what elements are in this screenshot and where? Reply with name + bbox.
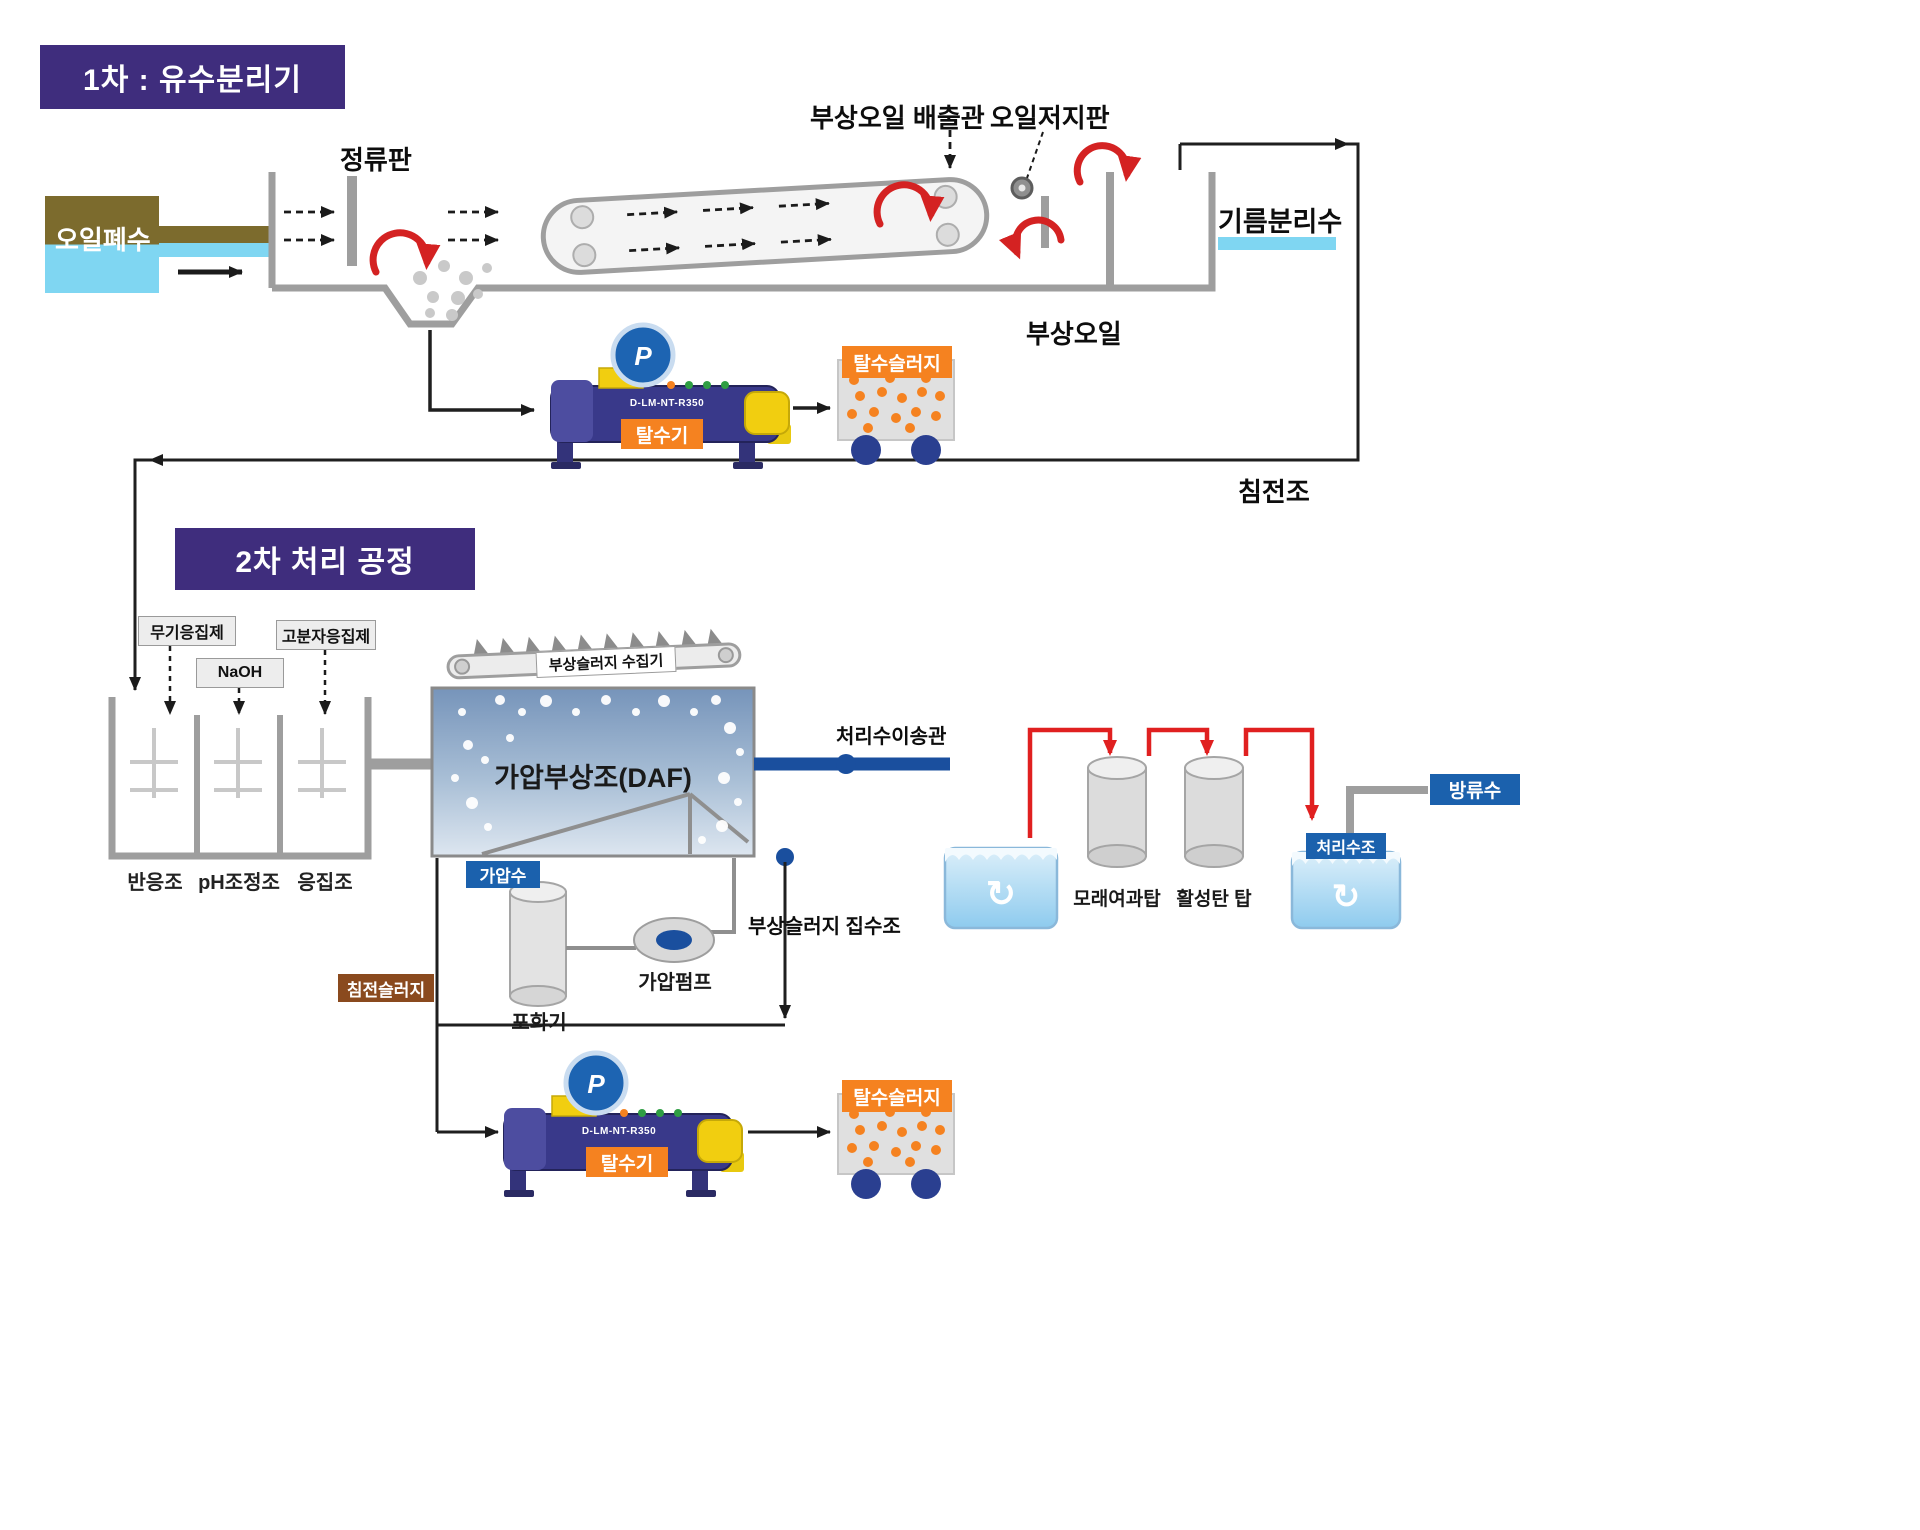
treated-water-blue-pipe: [754, 754, 950, 866]
reaction-tank-label: 반응조: [127, 872, 183, 894]
sludge-routing-lines: [435, 858, 831, 1138]
oil-wastewater-label: 오일폐수: [55, 225, 151, 255]
activated-carbon-label: 활성탄 탑: [1176, 889, 1252, 910]
ph-adjust-tank-label: pH조정조: [198, 872, 280, 894]
settling-bubbles: [413, 260, 492, 321]
sand-filter-label: 모래여과탑: [1073, 889, 1161, 910]
red-piping: [1027, 727, 1319, 838]
flow-dashed-arrows: [284, 130, 1044, 246]
buffer-tank: ↻: [943, 846, 1059, 930]
mixing-tank: [108, 697, 372, 860]
red-flow-arrows: [369, 142, 1142, 276]
oil-barrier-roller: [1010, 176, 1034, 200]
sedimentation-tank-label: 침전조: [1238, 477, 1310, 507]
saturator-label: 포화기: [511, 1012, 567, 1034]
coagulation-tank-label: 응집조: [297, 872, 353, 894]
machine-logo-icon: P: [587, 1069, 605, 1099]
primary-section-title: 1차 : 유수분리기: [40, 45, 345, 109]
floating-sludge-sump-label: 부상슬러지 집수조: [748, 916, 901, 938]
chem-dosing-arrows: [164, 646, 331, 715]
separated-water-bar: [1218, 237, 1336, 250]
oil-inlet-pipe: [158, 226, 274, 278]
discharge-water-label: 방류수: [1430, 774, 1520, 805]
recycle-icon: ↻: [986, 873, 1016, 914]
daf-tank-label: 가압부상조(DAF): [494, 763, 692, 793]
discharge-routing-line: [129, 138, 1360, 691]
floating-oil-discharge-label: 부상오일 배출관: [810, 103, 985, 133]
sludge-collector-label: 부상슬러지 수집기: [535, 645, 677, 679]
oil-separated-water-label: 기름분리수: [1218, 207, 1343, 237]
floating-oil-label: 부상오일: [1026, 319, 1122, 349]
oil-wastewater-box: 오일폐수: [45, 196, 159, 293]
recycle-icon: ↻: [1332, 878, 1361, 916]
daf-tank: [430, 686, 756, 858]
dehydrator1-lines: [428, 330, 831, 416]
discharge-line: [1346, 786, 1428, 840]
pressure-pump-unit: [566, 858, 736, 963]
treated-water-tank-label: 처리수조: [1306, 833, 1386, 859]
polymer-coagulant-box: 고분자응집제: [276, 620, 376, 650]
inorganic-coagulant-box: 무기응집제: [138, 616, 236, 646]
rectifier-plate-label: 정류판: [340, 145, 412, 175]
naoh-box: NaOH: [196, 658, 284, 688]
dehydrator2-label: 탈수기: [586, 1147, 668, 1177]
treated-water-pipe-label: 처리수이송관: [836, 726, 947, 748]
dewatered-sludge2-label: 탈수슬러지: [842, 1080, 952, 1112]
machine1-model-label: D-LM-NT-R350: [629, 398, 705, 409]
pressurized-water-label: 가압수: [466, 861, 540, 888]
separator-tank-structure: [268, 172, 1216, 328]
machine-logo-icon: P: [634, 341, 652, 371]
secondary-section-title: 2차 처리 공정: [175, 528, 475, 590]
dehydrator1-label: 탈수기: [621, 419, 703, 449]
settled-sludge-label: 침전슬러지: [338, 974, 434, 1002]
pressure-pump-label: 가압펌프: [638, 972, 712, 994]
machine2-model-label: D-LM-NT-R350: [581, 1126, 657, 1137]
oil-barrier-label: 오일저지판: [990, 103, 1110, 133]
dewatered-sludge1-label: 탈수슬러지: [842, 346, 952, 378]
